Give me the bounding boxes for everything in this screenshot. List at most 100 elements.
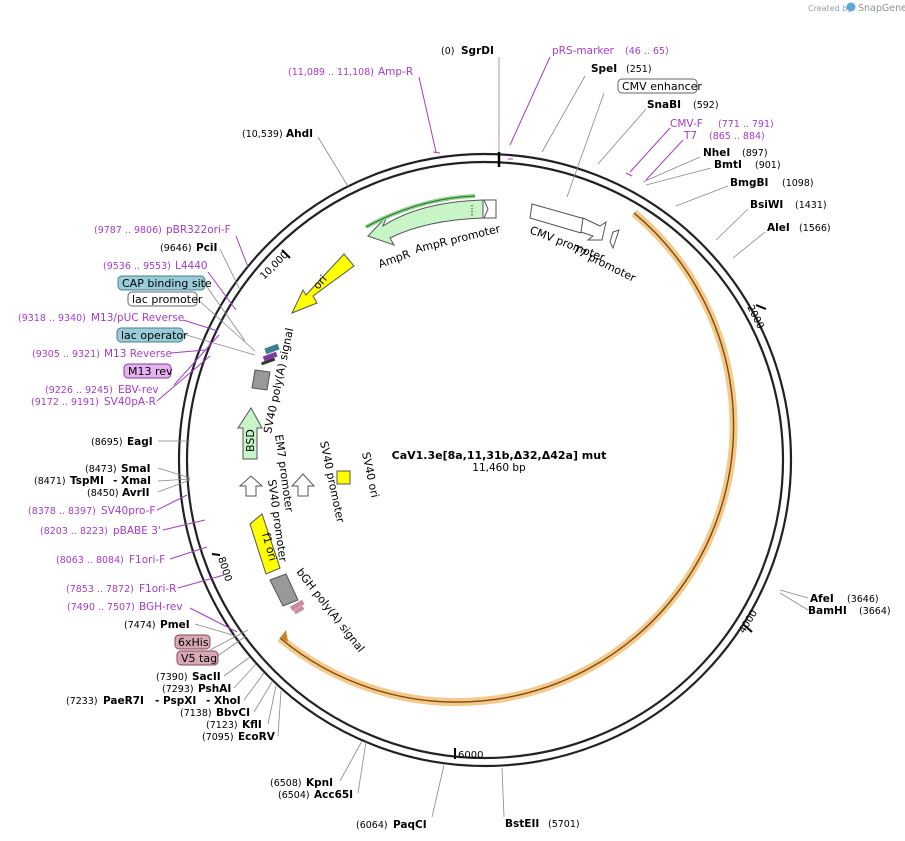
site-kfli[interactable]: (7123) KflI	[206, 719, 262, 731]
site-alei[interactable]: AleI (1566)	[767, 222, 831, 234]
site-paqci[interactable]: (6064) PaqCI	[356, 819, 427, 831]
site-kpni[interactable]: (6508) KpnI	[270, 777, 333, 789]
site-bmgbi-name: BmgBI	[730, 177, 768, 189]
site-avrii-name: AvrII	[122, 487, 150, 499]
box-m13-rev-label: M13 rev	[128, 365, 173, 378]
site-bamhi[interactable]: BamHI (3664)	[808, 605, 891, 617]
feature-bsd[interactable]: BSD	[237, 407, 263, 460]
primer-ebv-rev-name: EBV-rev	[118, 384, 159, 396]
tick-2000-mark	[755, 304, 767, 310]
site-snabi[interactable]: SnaBI (592)	[647, 99, 719, 111]
site-sgrdi[interactable]: (0) SgrDI	[441, 45, 494, 57]
site-pmei-name: PmeI	[160, 619, 190, 631]
primer-sv40pro-f[interactable]: (8378 .. 8397) SV40pro-F	[28, 505, 155, 517]
site-eagi[interactable]: (8695) EagI	[91, 436, 153, 448]
primer-l4440[interactable]: (9536 .. 9553) L4440	[103, 260, 208, 272]
box-cap-binding-site[interactable]: CAP binding site	[117, 275, 212, 291]
primer-f1ori-f[interactable]: (8063 .. 8084) F1ori-F	[56, 554, 165, 566]
primer-pbabe-3[interactable]: (8203 .. 8223) pBABE 3'	[40, 525, 161, 537]
site-paer7i-pos: (7233)	[66, 696, 98, 707]
box-v5-tag[interactable]: V5 tag	[176, 650, 219, 666]
site-ecorv[interactable]: (7095) EcoRV	[202, 731, 276, 743]
site-pcii-name: PciI	[196, 242, 217, 254]
site-pshai[interactable]: (7293) PshAI	[162, 683, 231, 695]
plasmid-name: CaV1.3e[8a,11,31b,Δ32,Δ42a] mut	[392, 449, 607, 462]
site-bmgbi-pos: (1098)	[782, 178, 814, 189]
feature-ori[interactable]: ori	[290, 253, 355, 314]
site-bmti[interactable]: BmtI (901)	[714, 159, 781, 171]
credit-brand: SnapGene	[858, 3, 905, 14]
primer-m13-reverse[interactable]: (9305 .. 9321) M13 Reverse	[32, 348, 172, 360]
primer-ebv-rev[interactable]: (9226 .. 9245) EBV-rev	[45, 384, 159, 396]
site-afei[interactable]: AfeI (3646)	[810, 593, 879, 605]
snapgene-logo-icon	[846, 2, 856, 12]
primer-pbr322ori-f[interactable]: (9787 .. 9806) pBR322ori-F	[94, 224, 231, 236]
site-ecorv-pos: (7095)	[202, 732, 234, 743]
primer-m13-reverse-name: M13 Reverse	[104, 348, 172, 360]
box-cmv-enhancer[interactable]: CMV enhancer	[617, 78, 702, 94]
primer-ebv-rev-pos: (9226 .. 9245)	[45, 385, 113, 396]
site-tspmi[interactable]: (8471) TspMI - XmaI	[34, 475, 151, 487]
site-kfli-name: KflI	[242, 719, 262, 731]
site-pcii[interactable]: (9646) PciI	[160, 242, 217, 254]
primer-amp-r-name: Amp-R	[378, 66, 413, 78]
feature-sv40-ori[interactable]: SV40 ori	[336, 451, 381, 499]
site-sacii-pos: (7390)	[156, 672, 188, 683]
site-bsiwi-pos: (1431)	[795, 200, 827, 211]
feature-sv40-polya[interactable]: SV40 poly(A) signal	[251, 327, 296, 435]
site-acc65i[interactable]: (6504) Acc65I	[278, 789, 353, 801]
site-spei[interactable]: SpeI (251)	[591, 63, 652, 75]
site-pmei-pos: (7474)	[124, 620, 156, 631]
box-lac-operator[interactable]: lac operator	[116, 327, 188, 343]
primer-bgh-rev-name: BGH-rev	[139, 601, 183, 613]
site-tspmi-name: TspMI	[70, 475, 104, 487]
box-cmv-enhancer-label: CMV enhancer	[622, 80, 702, 93]
primer-t7-pos: (865 .. 884)	[709, 131, 765, 142]
primer-prs-marker[interactable]: pRS-marker (46 .. 65)	[552, 45, 669, 57]
site-xmai-name: - XmaI	[113, 475, 151, 487]
site-ahdi[interactable]: (10,539) AhdI	[242, 128, 313, 140]
primer-prs-marker-pos: (46 .. 65)	[625, 46, 669, 57]
site-sacii[interactable]: (7390) SacII	[156, 671, 221, 683]
site-paqci-name: PaqCI	[393, 819, 427, 831]
site-ahdi-name: AhdI	[286, 128, 313, 140]
primer-f1ori-r[interactable]: (7853 .. 7872) F1ori-R	[66, 583, 176, 595]
box-lac-promoter[interactable]: lac promoter	[127, 291, 203, 307]
primer-cmv-f[interactable]: CMV-F (771 .. 791)	[670, 118, 774, 130]
primer-amp-r[interactable]: (11,089 .. 11,108) Amp-R	[288, 66, 413, 78]
primer-sv40pa-r[interactable]: (9172 .. 9191) SV40pA-R	[31, 396, 156, 408]
primer-bgh-rev[interactable]: (7490 .. 7507) BGH-rev	[67, 601, 183, 613]
feature-t7-promoter[interactable]: T7 promoter	[570, 229, 638, 285]
primer-m13-puc-reverse[interactable]: (9318 .. 9340) M13/pUC Reverse	[18, 312, 184, 324]
site-bbvci[interactable]: (7138) BbvCI	[180, 707, 250, 719]
primer-sv40pa-r-name: SV40pA-R	[104, 396, 156, 408]
primer-f1ori-f-name: F1ori-F	[129, 554, 165, 566]
site-avrii[interactable]: (8450) AvrII	[87, 487, 150, 499]
site-bmgbi[interactable]: BmgBI (1098)	[730, 177, 814, 189]
primer-f1ori-f-pos: (8063 .. 8084)	[56, 555, 124, 566]
site-nhei[interactable]: NheI (897)	[703, 147, 768, 159]
primer-l4440-name: L4440	[175, 260, 208, 272]
box-m13-rev[interactable]: M13 rev	[123, 363, 173, 379]
cds-arc[interactable]	[277, 209, 738, 707]
site-paer7i[interactable]: (7233) PaeR7I - PspXI - XhoI	[66, 695, 241, 707]
site-bmti-pos: (901)	[755, 160, 781, 171]
site-bmti-name: BmtI	[714, 159, 742, 171]
box-lac-operator-label: lac operator	[121, 329, 188, 342]
primer-f1ori-r-pos: (7853 .. 7872)	[66, 584, 134, 595]
primer-t7-name: T7	[683, 130, 697, 142]
snapgene-credit: Created by SnapGene	[808, 2, 905, 14]
primer-t7[interactable]: T7 (865 .. 884)	[683, 130, 765, 142]
site-ahdi-pos: (10,539)	[242, 129, 283, 140]
site-pmei[interactable]: (7474) PmeI	[124, 619, 190, 631]
feature-f1-ori[interactable]: f1 ori	[249, 513, 281, 575]
feature-label-t7-promoter: T7 promoter	[570, 243, 638, 285]
site-nhei-name: NheI	[703, 147, 730, 159]
site-bsteii[interactable]: BstEII (5701)	[505, 818, 580, 830]
primer-f1ori-r-name: F1ori-R	[139, 583, 176, 595]
site-spei-pos: (251)	[626, 64, 652, 75]
site-smai[interactable]: (8473) SmaI	[85, 463, 151, 475]
site-bsiwi[interactable]: BsiWI (1431)	[750, 199, 827, 211]
box-6xhis[interactable]: 6xHis	[174, 634, 211, 650]
site-snabi-name: SnaBI	[647, 99, 681, 111]
